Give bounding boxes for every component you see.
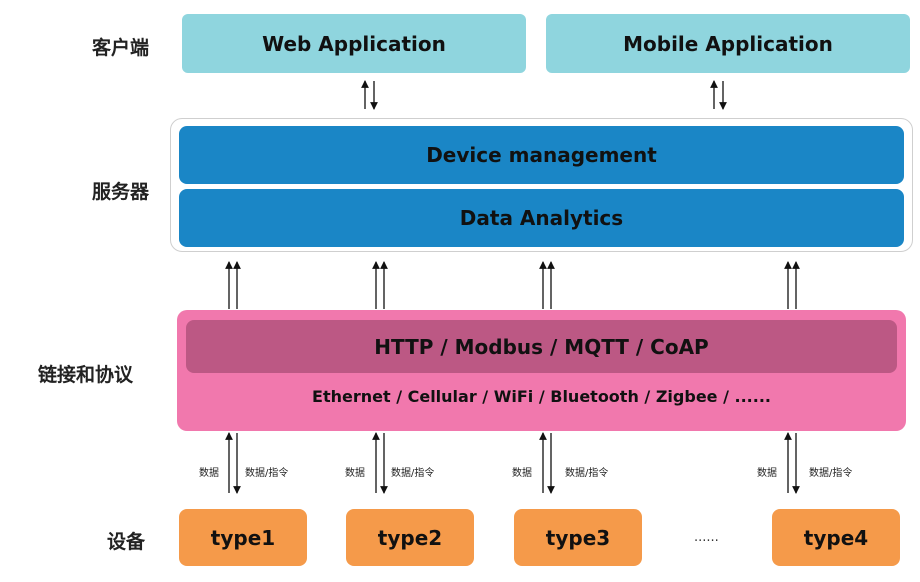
data-command-down-label-2: 数据/指令	[391, 468, 435, 479]
device-type1-box: type1	[179, 509, 307, 566]
data-command-down-label-1: 数据/指令	[245, 468, 289, 479]
protocols-box: HTTP / Modbus / MQTT / CoAP	[186, 320, 897, 373]
data-up-label-3: 数据	[512, 468, 532, 479]
data-command-down-label-4: 数据/指令	[809, 468, 853, 479]
mobile-application-box: Mobile Application	[546, 14, 910, 73]
device-type3-box: type3	[514, 509, 642, 566]
device-type2-box: type2	[346, 509, 474, 566]
data-analytics-box: Data Analytics	[179, 189, 904, 247]
data-command-down-label-3: 数据/指令	[565, 468, 609, 479]
data-up-label-2: 数据	[345, 468, 365, 479]
device-ellipsis: ......	[694, 530, 719, 545]
server-layer-label: 服务器	[92, 181, 150, 203]
device-type4-box: type4	[772, 509, 900, 566]
protocol-layer-label: 链接和协议	[38, 364, 134, 386]
link-types-text: Ethernet / Cellular / WiFi / Bluetooth /…	[312, 386, 771, 406]
web-application-box: Web Application	[182, 14, 526, 73]
device-management-box: Device management	[179, 126, 904, 184]
client-layer-label: 客户端	[92, 37, 150, 59]
device-layer-label: 设备	[107, 531, 146, 553]
data-up-label-4: 数据	[757, 468, 777, 479]
data-up-label-1: 数据	[199, 468, 219, 479]
